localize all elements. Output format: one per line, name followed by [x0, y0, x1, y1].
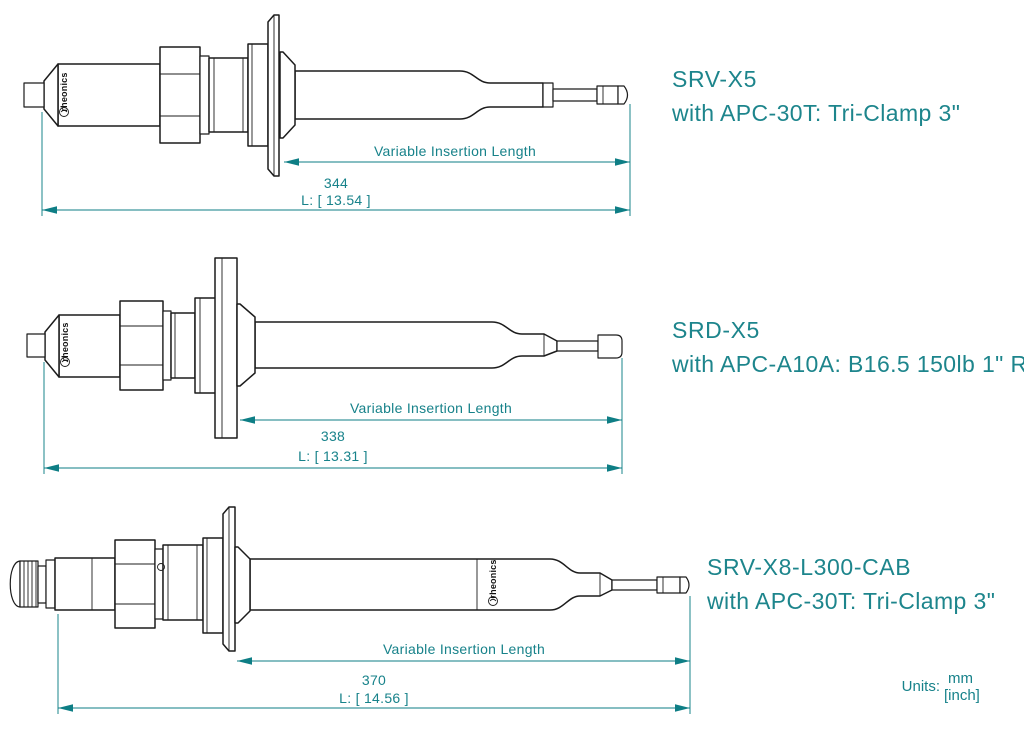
brand-label: rheonics	[60, 322, 70, 361]
clamp-block	[202, 537, 224, 634]
length-mm-value: 370	[362, 672, 386, 688]
mount-description: with APC-30T: Tri-Clamp 3"	[706, 588, 995, 614]
units-secondary: [inch]	[944, 687, 980, 704]
probe-collar	[596, 85, 619, 105]
probe-shaft	[249, 558, 613, 611]
probe-collar	[656, 576, 681, 594]
hex-nut	[114, 539, 156, 629]
spacer-ring	[199, 55, 210, 135]
units-note: Units: mm [inch]	[902, 670, 980, 704]
srv-x8-caption: SRV-X8-L300-CAB with APC-30T: Tri-Clamp …	[706, 554, 995, 614]
arrow-left-icon	[42, 206, 57, 214]
flange-hub	[236, 303, 256, 387]
srv-x8-dimensions: Variable Insertion Length 370 L: [ 14.56…	[57, 596, 691, 714]
flange-hub	[234, 546, 251, 624]
sensor-body	[54, 557, 116, 611]
arrow-left-icon	[284, 158, 299, 166]
arrow-left-icon	[58, 704, 73, 712]
gland-dome	[9, 560, 21, 608]
thread-cylinder	[208, 57, 249, 133]
srd-x5-dimensions: Variable Insertion Length 338 L: [ 13.31…	[43, 358, 623, 474]
hex-nut	[159, 46, 201, 144]
sensor-body	[57, 63, 161, 127]
units-label: Units:	[902, 678, 940, 695]
arrow-left-icon	[240, 416, 255, 424]
length-mm-value: 344	[324, 175, 348, 191]
arrow-right-icon	[607, 464, 622, 472]
flange-hub	[279, 51, 296, 139]
probe-rod	[611, 579, 658, 591]
probe-rod	[556, 340, 599, 352]
gland-ring	[45, 559, 56, 609]
brand-mark: rheonics	[488, 559, 498, 606]
figure-srd-x5: rheonics Variable Insertion Length	[26, 257, 1024, 474]
figure-srv-x5: rheonics Variable Insertion Lengt	[23, 14, 960, 216]
sensor-body	[58, 314, 121, 378]
arrow-left-icon	[44, 464, 59, 472]
connector-stub	[26, 333, 46, 358]
connector-stub	[23, 82, 45, 108]
gland-knurl	[19, 560, 39, 608]
mount-description: with APC-A10A: B16.5 150lb 1" RF	[671, 351, 1024, 377]
insertion-length-label: Variable Insertion Length	[350, 400, 512, 416]
hex-nut	[119, 300, 164, 391]
rheonics-logo-glyph	[489, 598, 497, 602]
model-name: SRV-X8-L300-CAB	[707, 554, 911, 580]
rheonics-logo-icon	[488, 596, 498, 606]
rheonics-logo-glyph	[61, 359, 69, 363]
units-primary: mm	[948, 670, 973, 687]
insertion-length-label: Variable Insertion Length	[374, 143, 536, 159]
probe-rod	[552, 88, 598, 102]
brand-mark: rheonics	[59, 72, 69, 117]
rheonics-logo-glyph	[60, 109, 68, 113]
probe-tip	[597, 334, 623, 359]
arrow-right-icon	[615, 158, 630, 166]
brand-label: rheonics	[59, 72, 69, 111]
arrow-right-icon	[607, 416, 622, 424]
sensor-nose-cone	[44, 314, 60, 378]
arrow-right-icon	[615, 206, 630, 214]
probe-shaft	[294, 70, 544, 120]
model-name: SRV-X5	[672, 66, 757, 92]
rheonics-logo-icon	[60, 357, 70, 367]
length-inch-value: L: [ 13.31 ]	[298, 448, 368, 464]
length-inch-value: L: [ 13.54 ]	[301, 192, 371, 208]
rheonics-logo-icon	[59, 107, 69, 117]
srv-x5-caption: SRV-X5 with APC-30T: Tri-Clamp 3"	[671, 66, 960, 126]
arrow-left-icon	[237, 657, 252, 665]
probe-tip	[617, 85, 629, 105]
arrow-right-icon	[675, 657, 690, 665]
length-mm-value: 338	[321, 428, 345, 444]
mount-description: with APC-30T: Tri-Clamp 3"	[671, 100, 960, 126]
insertion-length-label: Variable Insertion Length	[383, 641, 545, 657]
b16-flange	[214, 257, 238, 439]
vent-hole	[157, 563, 165, 571]
cable-gland	[9, 559, 56, 609]
tri-clamp-flange	[267, 14, 280, 177]
srd-x5-caption: SRD-X5 with APC-A10A: B16.5 150lb 1" RF	[671, 317, 1024, 377]
spacer-ring	[154, 548, 164, 620]
probe-tip	[679, 576, 690, 594]
srv-x5-sensor-drawing: rheonics	[23, 14, 629, 177]
length-inch-value: L: [ 14.56 ]	[339, 690, 409, 706]
srd-x5-sensor-drawing: rheonics	[26, 257, 623, 439]
model-name: SRD-X5	[672, 317, 760, 343]
probe-shaft	[254, 321, 558, 369]
srv-x5-dimensions: Variable Insertion Length 344 L: [ 13.54…	[41, 104, 631, 216]
gland-ring	[37, 565, 47, 604]
arrow-right-icon	[675, 704, 690, 712]
srv-x8-sensor-drawing: rheonics	[9, 506, 690, 652]
spacer-ring	[162, 310, 172, 381]
brand-mark: rheonics	[60, 322, 70, 367]
brand-label: rheonics	[488, 559, 498, 598]
clamp-block	[247, 43, 269, 147]
probe-neck-cap	[542, 82, 554, 108]
figure-srv-x8: rheonics	[9, 506, 995, 714]
sensor-nose-cone	[43, 63, 59, 127]
